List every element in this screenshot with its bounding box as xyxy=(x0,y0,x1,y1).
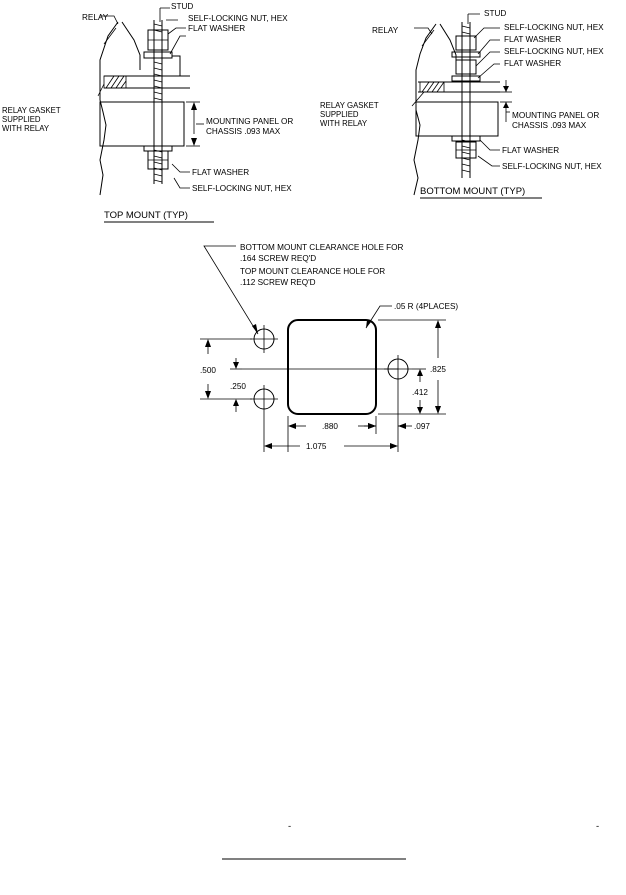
dim-880-label: .880 xyxy=(322,422,338,431)
bottom-gasket-label-3: WITH RELAY xyxy=(320,119,368,128)
top-stud xyxy=(153,20,163,184)
bottom-washer-bottom-label: FLAT WASHER xyxy=(502,146,559,155)
bottom-gasket-label-1: RELAY GASKET xyxy=(320,101,379,110)
dim-097-label: .097 xyxy=(414,422,430,431)
top-relay-body xyxy=(99,21,119,196)
bottom-nut-hex-mid xyxy=(455,59,477,75)
footer-mark-right: - xyxy=(596,821,599,832)
dim-825-label: .825 xyxy=(430,365,446,374)
clearance-note-1: BOTTOM MOUNT CLEARANCE HOLE FOR xyxy=(240,243,404,252)
top-washer-bottom-label: FLAT WASHER xyxy=(192,168,249,177)
top-flat-washer xyxy=(143,51,173,59)
clearance-note-3: TOP MOUNT CLEARANCE HOLE FOR xyxy=(240,267,385,276)
top-gasket-label-3: WITH RELAY xyxy=(2,124,50,133)
top-gasket-label-2: SUPPLIED xyxy=(2,115,41,124)
top-mount-caption: TOP MOUNT (TYP) xyxy=(104,210,188,221)
footer-mark-left: - xyxy=(288,821,291,832)
top-stud-label: STUD xyxy=(171,2,193,11)
clearance-hole-lower-left xyxy=(250,385,278,413)
clearance-hole-upper-left xyxy=(250,325,278,353)
bottom-nut-hex-top xyxy=(455,35,477,51)
top-relay-label: RELAY xyxy=(82,13,109,22)
dim-1075-label: 1.075 xyxy=(306,442,327,451)
bottom-mount-caption: BOTTOM MOUNT (TYP) xyxy=(420,186,525,197)
dim-412-label: .412 xyxy=(412,388,428,397)
top-gasket-hatch xyxy=(103,75,127,89)
top-panel-label-2: CHASSIS .093 MAX xyxy=(206,127,281,136)
top-gasket-label-1: RELAY GASKET xyxy=(2,106,61,115)
top-flat-washer-bottom xyxy=(143,145,173,152)
dim-250-label: .250 xyxy=(230,382,246,391)
bottom-nut-top-label: SELF-LOCKING NUT, HEX xyxy=(504,23,604,32)
corner-radius-note: .05 R (4PLACES) xyxy=(394,302,458,311)
dim-500-label: .500 xyxy=(200,366,216,375)
bottom-flat-washer-2 xyxy=(451,75,481,82)
bottom-panel-label-2: CHASSIS .093 MAX xyxy=(512,121,587,130)
bottom-mounting-panel xyxy=(415,101,499,137)
bottom-nut-bottom-label: SELF-LOCKING NUT, HEX xyxy=(502,162,602,171)
bottom-gasket-label-2: SUPPLIED xyxy=(320,110,359,119)
top-mount-drawing xyxy=(97,7,204,196)
bottom-washer-2-label: FLAT WASHER xyxy=(504,59,561,68)
bottom-flat-washer-1 xyxy=(451,51,481,58)
bottom-washer-1-label: FLAT WASHER xyxy=(504,35,561,44)
top-panel-label-1: MOUNTING PANEL OR xyxy=(206,117,293,126)
cutout-opening xyxy=(287,319,377,415)
top-washer-label: FLAT WASHER xyxy=(188,24,245,33)
clearance-note-4: .112 SCREW REQ'D xyxy=(240,278,316,287)
clearance-note-2: .164 SCREW REQ'D xyxy=(240,254,316,263)
top-nut-label: SELF-LOCKING NUT, HEX xyxy=(188,14,288,23)
bottom-relay-label: RELAY xyxy=(372,26,399,35)
panel-cutout-drawing xyxy=(200,245,446,452)
bottom-flat-washer-bottom xyxy=(451,135,481,142)
bottom-nut-mid-label: SELF-LOCKING NUT, HEX xyxy=(504,47,604,56)
bottom-stud xyxy=(461,22,471,178)
bottom-stud-label: STUD xyxy=(484,9,506,18)
bottom-gasket-hatch xyxy=(419,81,445,93)
top-mounting-panel xyxy=(99,101,185,147)
top-nut-bottom-label: SELF-LOCKING NUT, HEX xyxy=(192,184,292,193)
bottom-mount-drawing xyxy=(411,13,512,196)
bottom-panel-label-1: MOUNTING PANEL OR xyxy=(512,111,599,120)
